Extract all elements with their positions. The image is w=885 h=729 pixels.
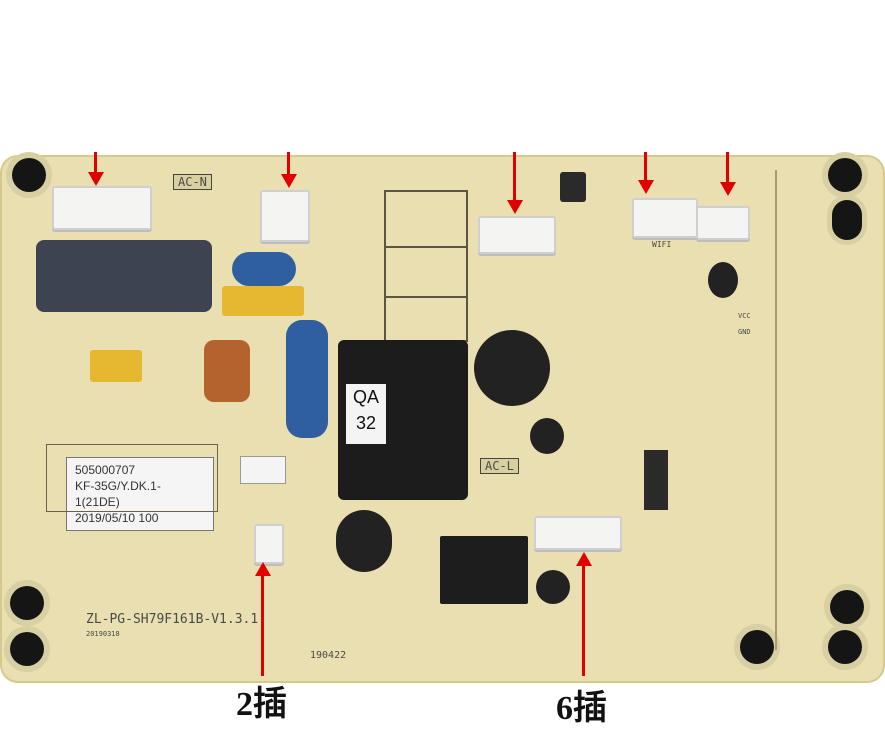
relay-outline-2 [384,246,468,298]
relay-outline-3 [384,296,468,342]
electrolytic-cap-top-right [708,262,738,298]
tact-switch [560,172,586,202]
silk-gnd: GND [738,328,751,336]
mount-hole-bottom-right [828,630,862,664]
label-6-pin: 6插 [556,690,607,727]
arrow-top-2-head [281,174,297,188]
arrow-top-5-shaft [726,152,729,184]
buzzer [474,330,550,406]
date-code-text: 190422 [310,650,347,661]
label-2-pin: 2插 [236,686,287,723]
arrow-top-1-head [88,172,104,186]
electrolytic-cap-mid [530,418,564,454]
sticker-line-1: 505000707 [75,463,136,477]
film-capacitor-blue [286,320,328,438]
arrow-bottom-right-head [576,552,592,566]
silk-ac-l: AC-L [480,458,519,474]
arrow-top-2-shaft [287,152,290,176]
silk-ac-n: AC-N [173,174,212,190]
mount-hole-top-right [828,158,862,192]
x-capacitor-yellow-top [222,286,304,316]
pcb-date-text: 20190318 [86,630,120,638]
mount-slot-right [832,200,862,240]
arrow-top-5-head [720,182,736,196]
mount-hole-top-left [12,158,46,192]
pcb-edge-line [775,170,777,650]
x-capacitor-yellow-left [90,350,142,382]
connector-two-pin [254,524,284,564]
mount-hole-mid-left [10,586,44,620]
electrolytic-cap-small [536,570,570,604]
mount-hole-bottom-left [10,632,44,666]
arrow-bottom-right-shaft [582,564,585,676]
arrow-top-4-shaft [644,152,647,182]
relay-marking-line-2: 32 [355,413,377,433]
arrow-top-3-shaft [513,152,516,202]
sticker-outline [46,444,218,512]
connector-top-2 [260,190,310,242]
silk-vcc: VCC [738,312,751,320]
arrow-top-3-head [507,200,523,214]
connector-top-3 [478,216,556,254]
pcb-model-text: ZL-PG-SH79F161B-V1.3.1 [86,612,259,627]
sticker-line-3: 2019/05/10 100 [75,511,159,525]
mount-hole-bottom-mid [740,630,774,664]
voltage-regulator [440,536,528,604]
connector-six-pin [534,516,622,550]
x-capacitor-blue [232,252,296,286]
relay-outline-1 [384,190,468,248]
connector-top-1 [52,186,152,230]
arrow-top-1-shaft [94,152,97,174]
electrolytic-cap-large [336,510,392,572]
optocoupler [240,456,286,484]
arrow-bottom-left-shaft [261,574,264,676]
sticker-line-2: KF-35G/Y.DK.1-1(21DE) [75,479,161,509]
sticker-label: 505000707 KF-35G/Y.DK.1-1(21DE) 2019/05/… [66,457,214,531]
debug-header [644,450,668,510]
common-mode-choke [36,240,212,312]
connector-top-4 [632,198,698,238]
inductor-coil [204,340,250,402]
connector-top-5 [696,206,750,240]
mount-hole-right-low [830,590,864,624]
relay-sticker: QA 32 [346,384,386,444]
relay-marking-line-1: QA [352,387,379,407]
silk-wifi: WIFI [652,240,672,249]
arrow-bottom-left-head [255,562,271,576]
arrow-top-4-head [638,180,654,194]
